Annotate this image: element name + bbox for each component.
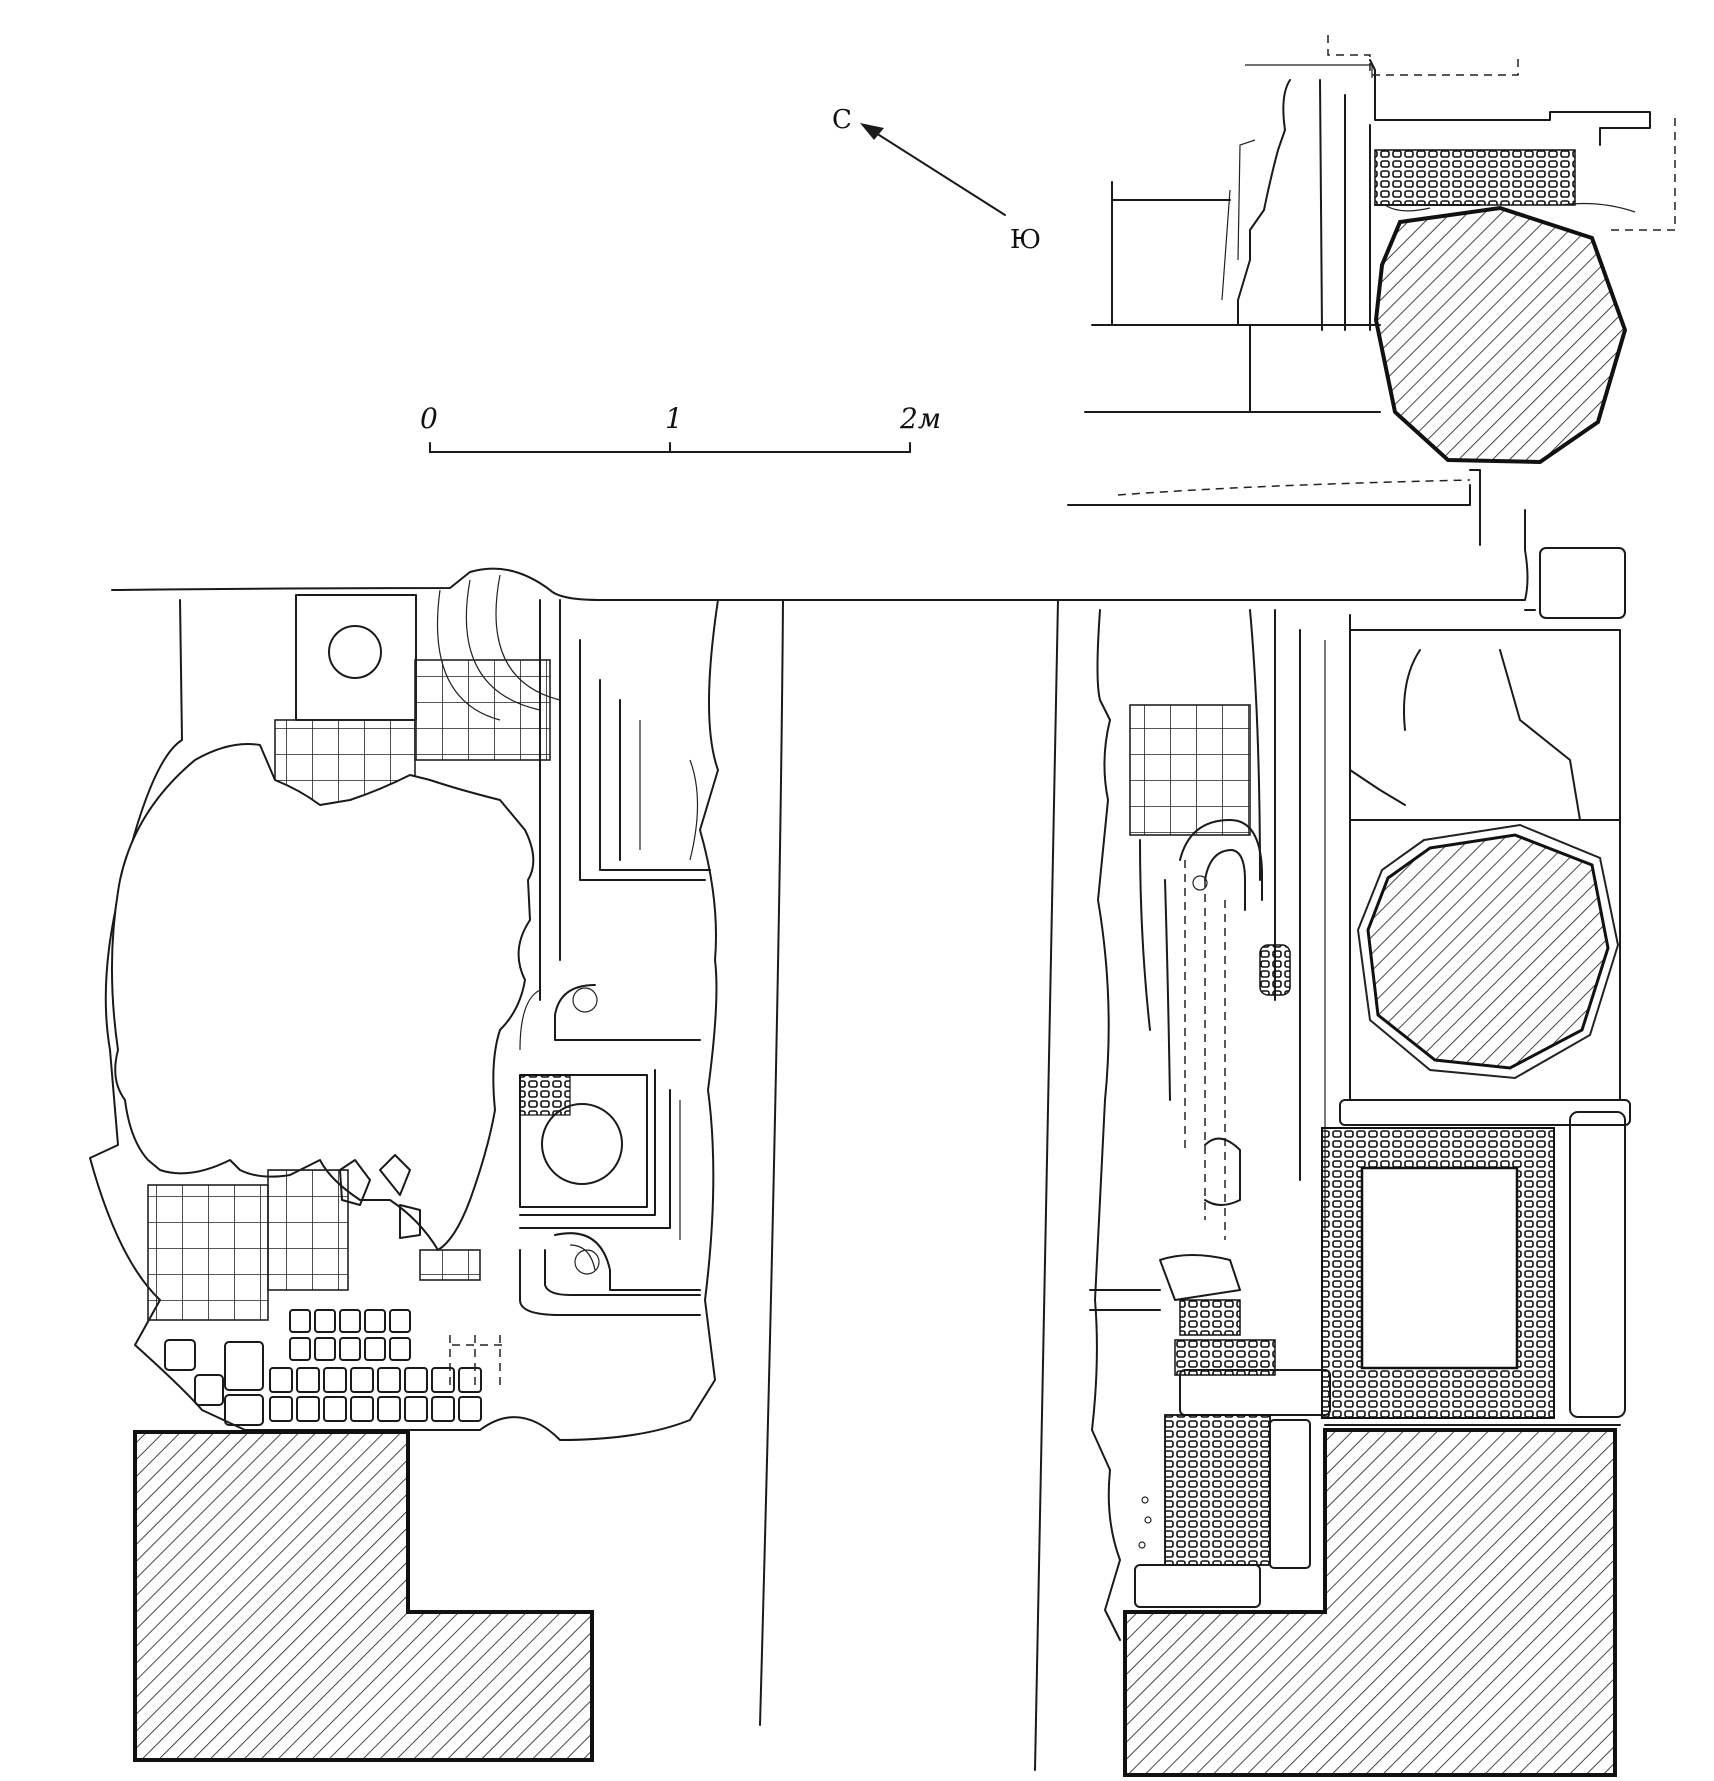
scale-bar: 0 1 2м xyxy=(420,402,941,453)
scale-tick-0: 0 xyxy=(420,402,438,435)
south-label: Ю xyxy=(1010,225,1041,255)
left-hatched-wall xyxy=(133,1430,594,1762)
left-floor-area xyxy=(89,574,719,1441)
right-hatched-wall xyxy=(1123,1428,1617,1777)
north-label: С xyxy=(832,105,852,135)
threshold-band xyxy=(111,509,1626,619)
central-passage xyxy=(759,599,1059,1771)
octagonal-column-base-top xyxy=(1373,205,1628,465)
scale-tick-1: 1 xyxy=(665,402,683,435)
lower-right-mosaic xyxy=(1134,1369,1331,1608)
scale-tick-2: 2м xyxy=(899,402,941,435)
right-stone-slabs xyxy=(1339,614,1631,1126)
paving-stones xyxy=(164,1309,482,1426)
upper-right-structure xyxy=(1067,35,1676,546)
north-arrow-head xyxy=(860,123,884,140)
north-arrow: С Ю xyxy=(832,105,1041,255)
right-floor-area xyxy=(1089,609,1326,1641)
north-arrow-shaft xyxy=(867,127,1006,216)
mosaic-square-basin xyxy=(1321,1111,1626,1426)
octagonal-column-base-middle xyxy=(1356,823,1620,1080)
